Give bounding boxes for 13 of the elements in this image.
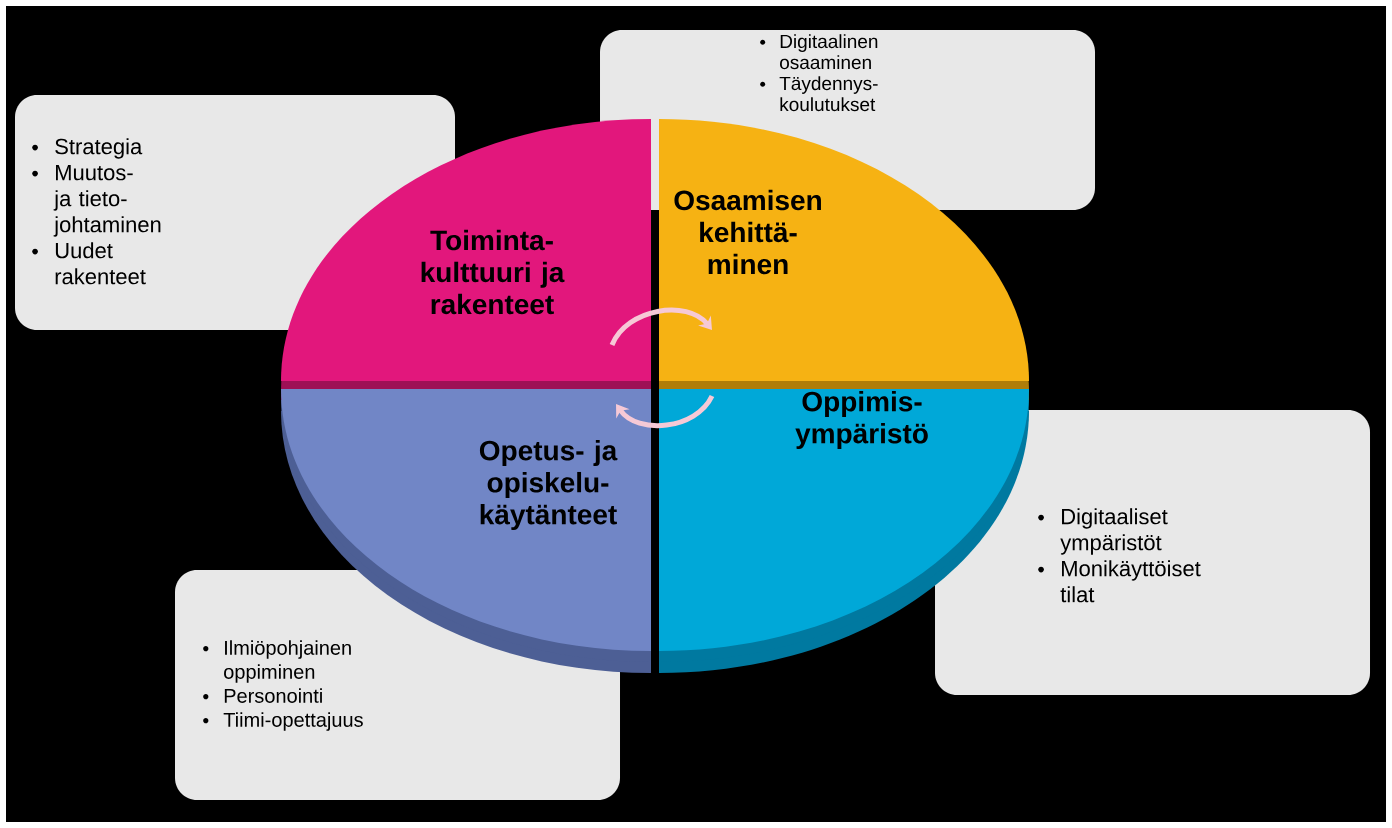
bullet-item: Monikäyttöiset tilat	[1038, 560, 1201, 603]
pie-segment: Toiminta- kulttuuri ja rakenteet	[281, 119, 651, 403]
pie-segment: Oppimis- ympäristö	[659, 389, 1029, 673]
note-card	[935, 410, 1370, 695]
cycle-arrow	[609, 307, 712, 347]
bullet-item: Muutos- ja tieto- johtaminen	[32, 165, 161, 237]
bullet-item: Strategia	[32, 138, 143, 159]
bullet-item: Tiimi-opettajuus	[203, 712, 363, 731]
bullet-item: Uudet rakenteet	[32, 242, 146, 285]
bullet-item: Personointi	[203, 688, 322, 703]
bullet-item: Digitaalinen osaaminen	[760, 34, 878, 70]
bullet-item: Täydennys- koulutukset	[760, 76, 878, 112]
bullet-item: Digitaaliset ympäristöt	[1038, 508, 1168, 555]
